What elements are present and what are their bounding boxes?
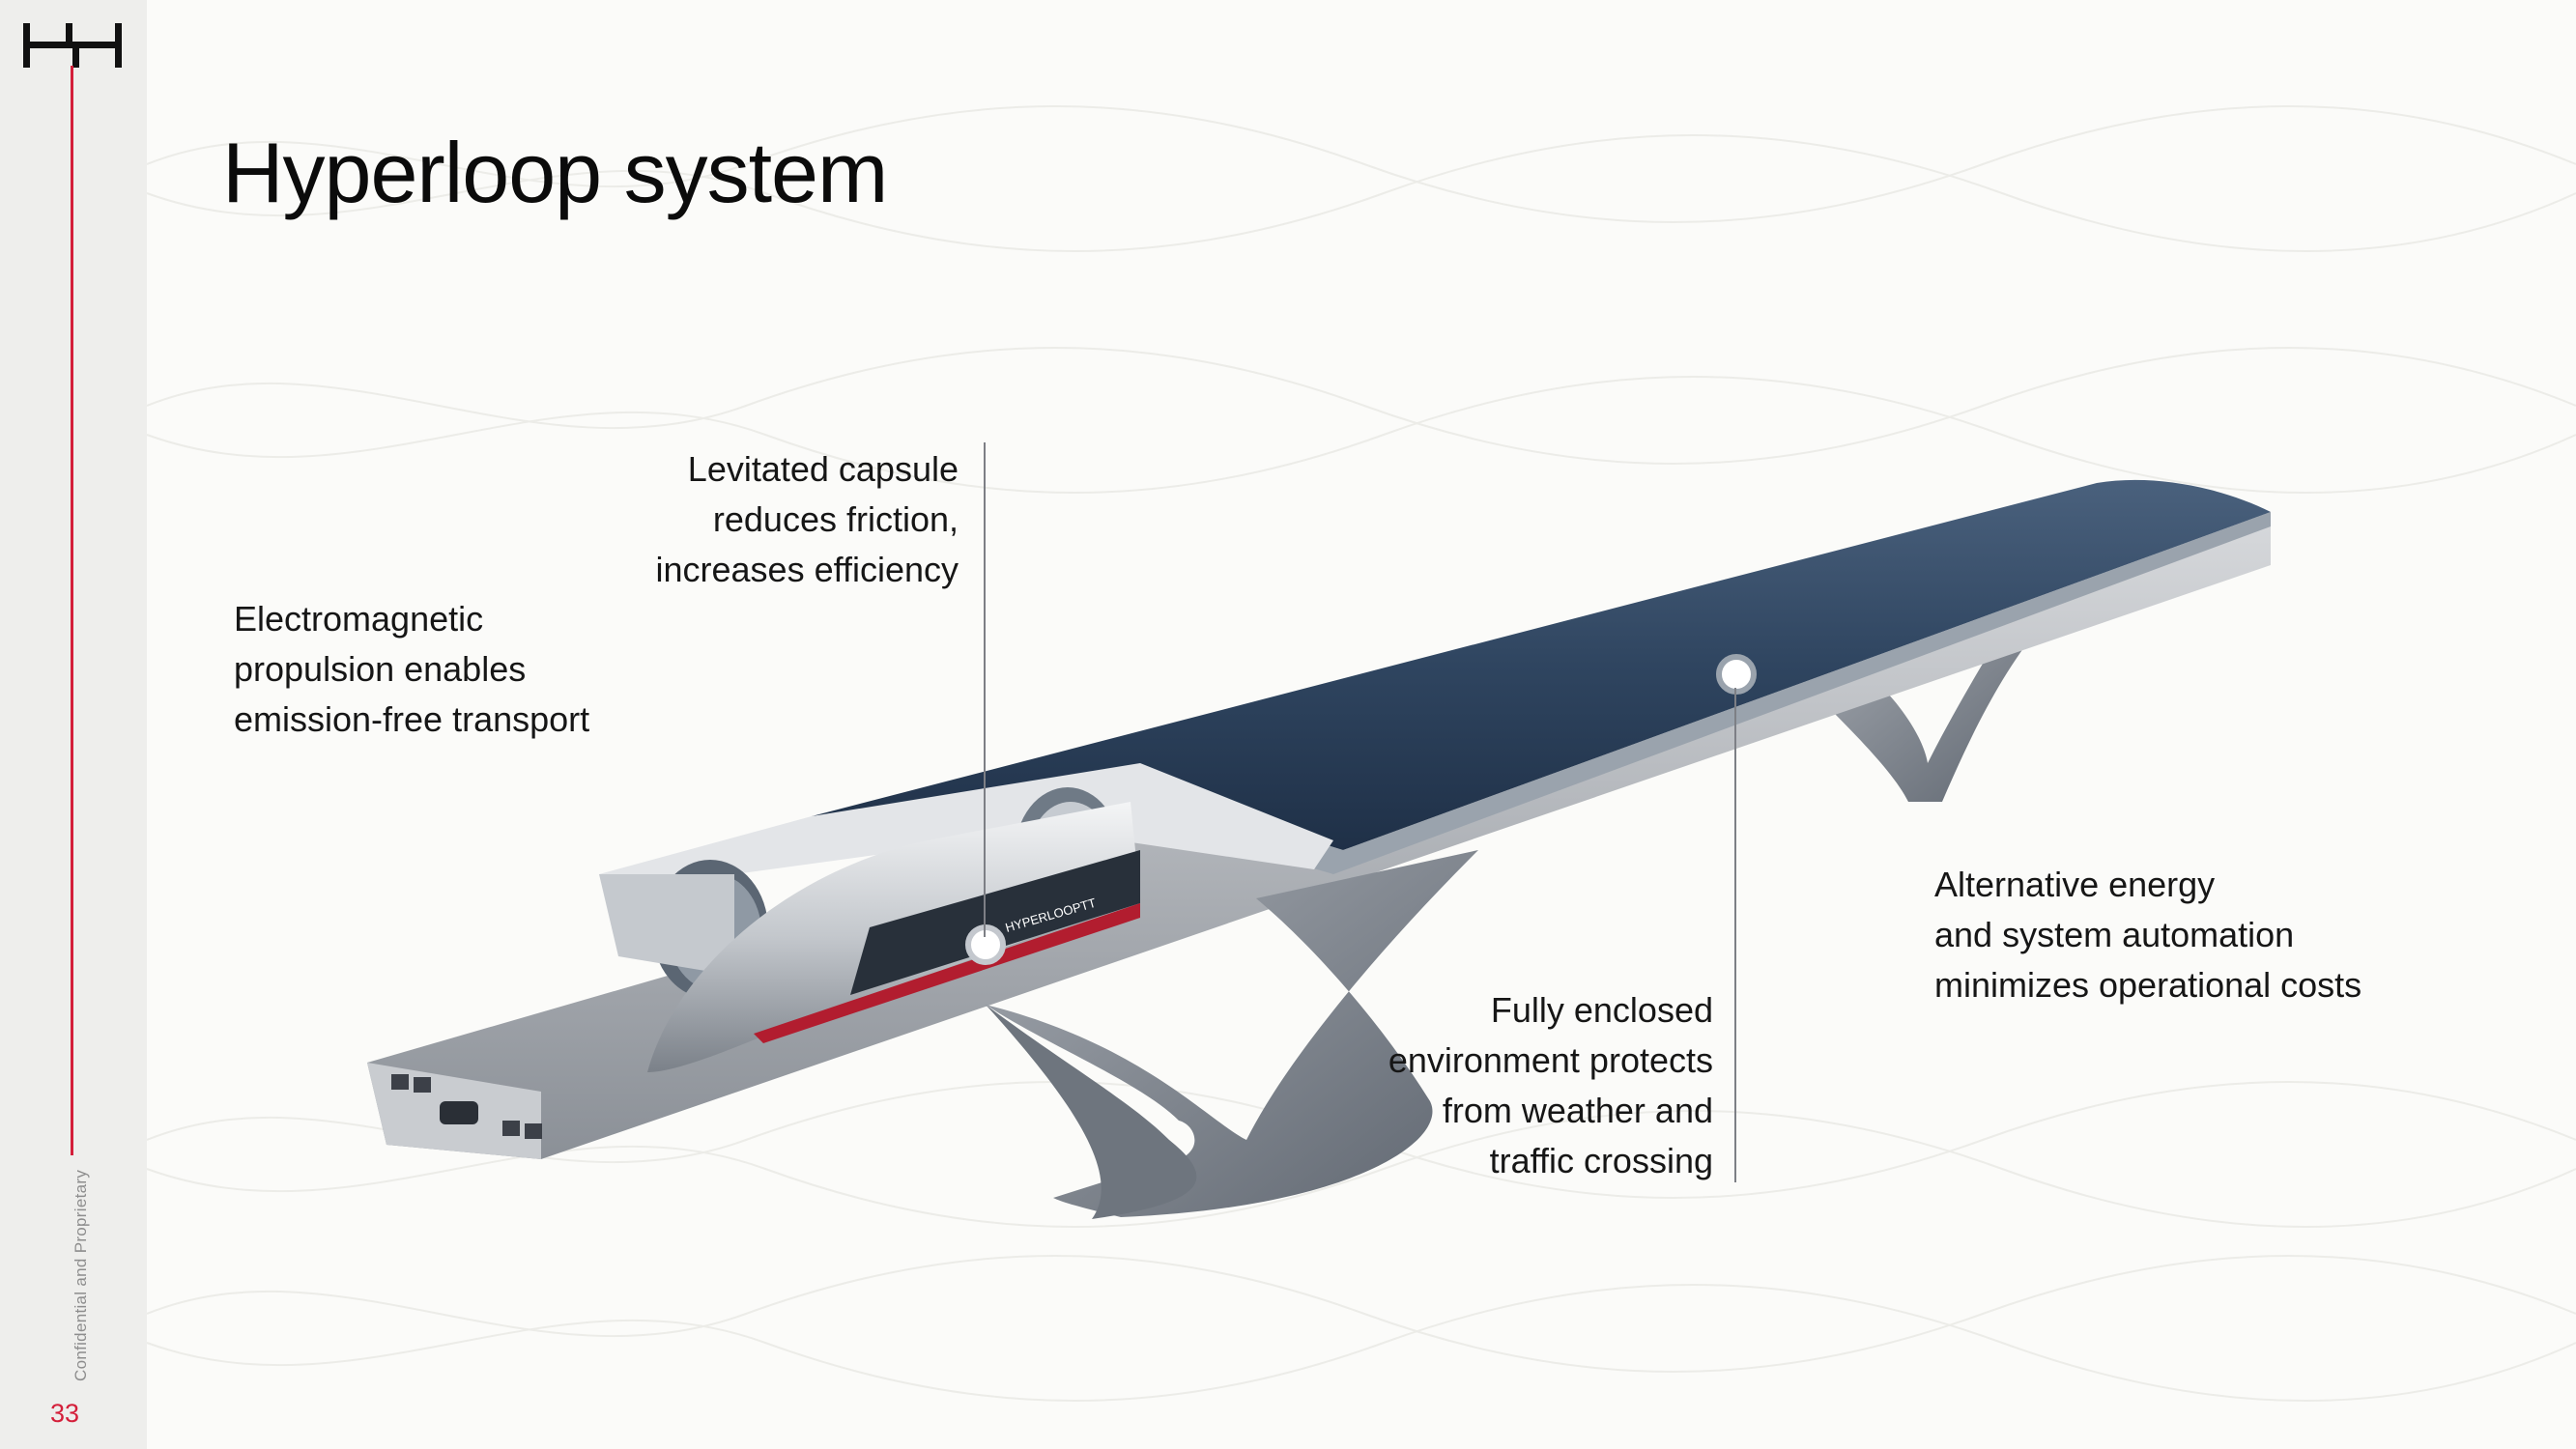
callout-capsule: Levitated capsule reduces friction, incr… (618, 444, 959, 595)
accent-vertical-rule (71, 66, 73, 1155)
page-title: Hyperloop system (222, 125, 888, 220)
capsule-leader-line (984, 442, 986, 937)
tube-leader-line (1734, 688, 1736, 1182)
capsule-marker (965, 924, 1006, 965)
callout-line: emission-free transport (234, 699, 590, 739)
callout-line: Levitated capsule (687, 449, 959, 489)
callout-enclosed: Fully enclosed environment protects from… (1362, 985, 1713, 1186)
levitated-capsule: HYPERLOOPTT (647, 802, 1140, 1072)
page-number: 33 (50, 1399, 80, 1428)
callout-line: environment protects (1388, 1040, 1713, 1080)
callout-line: minimizes operational costs (1934, 965, 2362, 1005)
callout-line: Alternative energy (1934, 865, 2216, 904)
callout-line: and system automation (1934, 915, 2295, 954)
callout-energy: Alternative energy and system automation… (1934, 860, 2418, 1010)
callout-line: Fully enclosed (1490, 990, 1713, 1030)
callout-line: Electromagnetic (234, 599, 484, 639)
callout-propulsion: Electromagnetic propulsion enables emiss… (234, 594, 659, 745)
callout-line: traffic crossing (1489, 1141, 1713, 1180)
left-sidebar: Confidential and Proprietary 33 (0, 0, 147, 1449)
callout-line: reduces friction, (712, 499, 959, 539)
callout-line: propulsion enables (234, 649, 527, 689)
callout-line: from weather and (1442, 1091, 1713, 1130)
callout-line: increases efficiency (655, 550, 959, 589)
far-pylon (1817, 618, 2039, 802)
hh-monogram-logo-icon (23, 23, 122, 68)
near-pylon (986, 850, 1478, 1219)
tube-marker (1716, 654, 1757, 695)
